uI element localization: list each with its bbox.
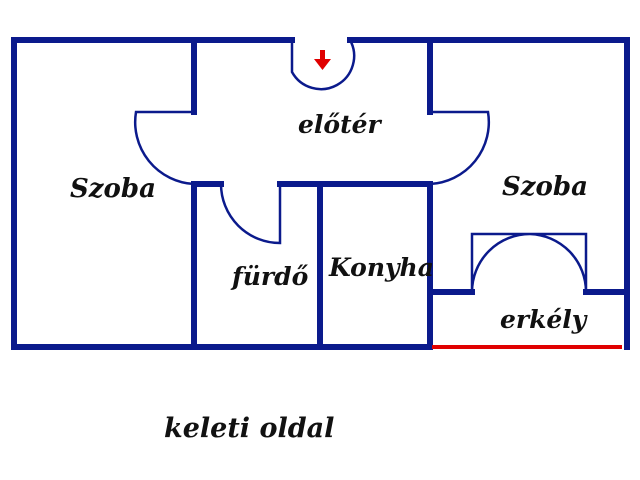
room-label-kitchen: Konyha [328, 253, 434, 282]
balcony-door-left [470, 232, 531, 293]
orientation-caption: keleti oldal [164, 413, 334, 444]
room-label-left-room: Szoba [70, 174, 156, 204]
room-label-balcony: erkély [500, 305, 588, 334]
room-label-hall: előtér [298, 110, 383, 139]
bathroom-door [219, 183, 282, 245]
entrance-door [290, 39, 356, 91]
doors [133, 39, 588, 293]
left-room-door [133, 110, 195, 186]
room-label-right-room: Szoba [502, 172, 588, 202]
walls [11, 37, 630, 350]
entry-arrow-icon [314, 50, 331, 70]
right-room-door [429, 110, 491, 186]
balcony-door-right [529, 232, 588, 293]
room-label-bathroom: fürdő [230, 262, 309, 291]
